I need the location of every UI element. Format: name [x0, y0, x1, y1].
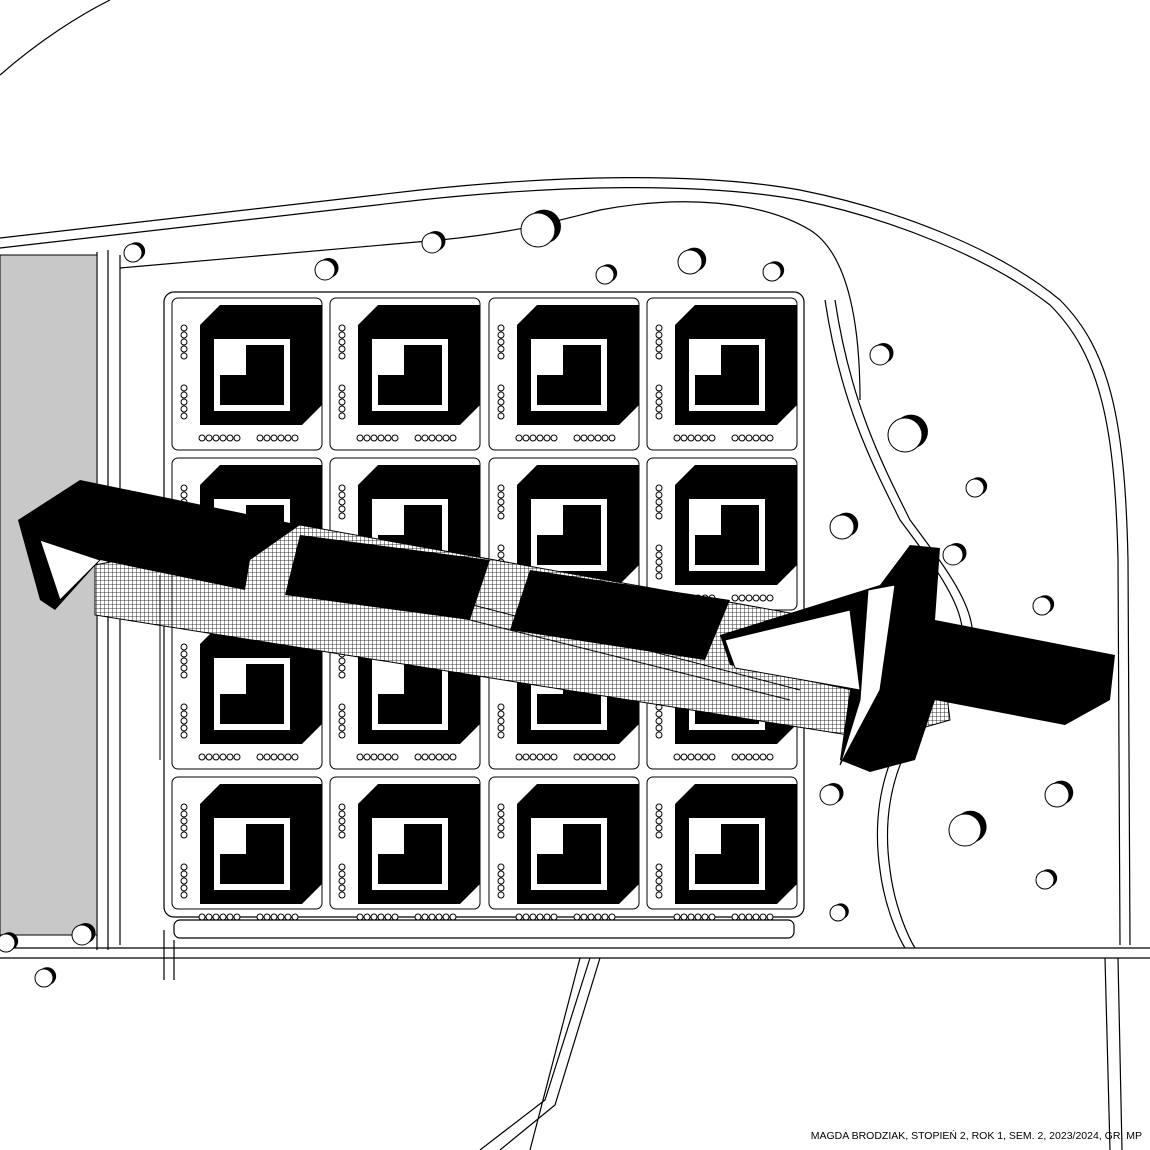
tree-icon	[965, 477, 988, 498]
housing-blocks	[171, 297, 798, 921]
author-caption: MAGDA BRODZIAK, STOPIEŃ 2, ROK 1, SEM. 2…	[810, 1130, 1142, 1142]
tree-icon	[1044, 780, 1074, 808]
tree-icon	[1032, 595, 1055, 616]
tree-icon	[942, 543, 967, 566]
housing-block	[646, 297, 798, 451]
tree-icon	[123, 242, 146, 263]
tree-icon	[595, 264, 618, 285]
trees	[0, 209, 1074, 988]
tree-icon	[1035, 869, 1058, 890]
housing-block	[329, 297, 481, 451]
west-slab-building	[18, 480, 300, 610]
tree-icon	[869, 343, 894, 366]
tree-icon	[421, 231, 446, 254]
tree-icon	[819, 783, 844, 806]
tree-icon	[677, 247, 707, 275]
tree-icon	[71, 923, 96, 946]
tree-icon	[314, 258, 339, 281]
pavilion-west	[285, 535, 490, 620]
pavilion-east	[510, 570, 730, 660]
tree-icon	[829, 512, 859, 540]
housing-block	[488, 776, 640, 921]
tree-icon	[829, 903, 849, 922]
tree-icon	[0, 932, 19, 953]
housing-block	[171, 616, 323, 770]
housing-block	[488, 297, 640, 451]
tree-icon	[34, 967, 57, 988]
housing-block	[171, 297, 323, 451]
housing-block	[646, 776, 798, 921]
tree-icon	[887, 414, 928, 453]
tree-icon	[948, 810, 987, 847]
tree-icon	[762, 261, 785, 282]
housing-block	[329, 776, 481, 921]
housing-block	[171, 776, 323, 921]
grey-plot	[0, 254, 98, 936]
housing-block	[646, 457, 798, 611]
diagonal-mesh-plaza	[18, 480, 1115, 772]
tree-icon	[520, 209, 561, 248]
cross-building	[720, 545, 1115, 772]
